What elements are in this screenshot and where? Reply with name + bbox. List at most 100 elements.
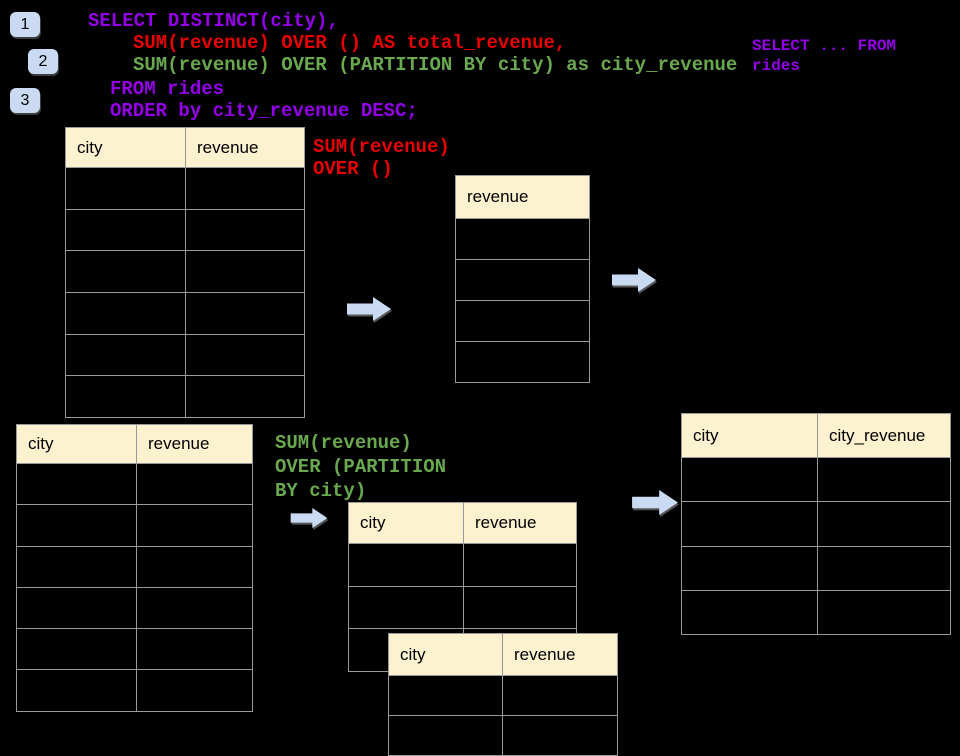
empty-cell — [388, 675, 503, 716]
step-badge-2: 2 — [28, 49, 58, 74]
empty-cell — [455, 259, 590, 301]
step-badge-1-label: 1 — [20, 15, 30, 33]
table-header-row: city revenue — [16, 424, 253, 464]
empty-cell — [16, 462, 137, 506]
table-rides-source-top: city revenue — [65, 127, 305, 419]
column-header-revenue: revenue — [136, 424, 253, 464]
empty-cell — [65, 375, 186, 419]
empty-cell — [455, 300, 590, 342]
empty-cell — [817, 545, 951, 591]
empty-cell — [681, 456, 818, 503]
empty-cell — [136, 545, 253, 588]
empty-cell — [502, 715, 618, 756]
empty-cell — [681, 545, 818, 591]
sql-line-order-by: ORDER by city_revenue DESC; — [110, 100, 418, 122]
table-partition-step-overlay: city revenue — [388, 633, 618, 756]
partition-label-line-2: OVER (PARTITION — [275, 456, 447, 478]
empty-cell — [348, 543, 464, 587]
empty-cell — [185, 292, 305, 335]
flow-arrow-icon — [290, 508, 328, 528]
empty-cell — [16, 586, 137, 630]
table-row — [65, 208, 305, 252]
empty-cell — [463, 543, 577, 587]
empty-cell — [817, 501, 951, 547]
flow-arrow-icon — [632, 490, 678, 515]
flow-arrow-icon — [347, 297, 391, 321]
empty-cell — [65, 167, 186, 210]
empty-cell — [16, 504, 137, 547]
empty-cell — [185, 375, 305, 419]
sql-line-select: SELECT DISTINCT(city), — [88, 10, 339, 32]
total-label-line-1: SUM(revenue) — [313, 136, 450, 158]
table-row — [16, 628, 253, 671]
table-row — [455, 341, 590, 383]
empty-cell — [681, 589, 818, 636]
table-row — [65, 375, 305, 419]
table-header-row: revenue — [455, 175, 590, 219]
empty-cell — [185, 333, 305, 377]
table-header-row: city revenue — [65, 127, 305, 168]
column-header-revenue: revenue — [463, 502, 577, 544]
empty-cell — [817, 456, 951, 503]
table-row — [455, 300, 590, 342]
table-row — [348, 543, 577, 587]
partition-label-line-1: SUM(revenue) — [275, 432, 412, 454]
table-header-row: city revenue — [348, 502, 577, 544]
empty-cell — [16, 628, 137, 671]
column-header-city: city — [348, 502, 464, 544]
table-row — [16, 545, 253, 588]
column-header-city: city — [681, 413, 818, 458]
empty-cell — [136, 669, 253, 712]
table-row — [681, 589, 951, 636]
empty-cell — [348, 585, 464, 630]
step-badge-3: 3 — [10, 88, 40, 113]
empty-cell — [65, 333, 186, 377]
table-row — [348, 585, 577, 630]
empty-cell — [65, 208, 186, 252]
column-header-revenue: revenue — [502, 633, 618, 676]
empty-cell — [502, 675, 618, 716]
table-header-row: city revenue — [388, 633, 618, 676]
empty-cell — [65, 250, 186, 294]
total-label-line-2: OVER () — [313, 158, 393, 180]
empty-cell — [185, 208, 305, 252]
empty-cell — [463, 585, 577, 630]
side-note-line-2: rides — [752, 57, 801, 75]
table-row — [65, 333, 305, 377]
empty-cell — [455, 341, 590, 383]
empty-cell — [16, 669, 137, 712]
table-row — [681, 456, 951, 503]
sql-line-from: FROM rides — [110, 78, 225, 100]
table-header-row: city city_revenue — [681, 413, 951, 458]
table-row — [16, 586, 253, 630]
table-row — [16, 669, 253, 712]
column-header-city: city — [16, 424, 137, 464]
table-row — [681, 501, 951, 547]
empty-cell — [185, 167, 305, 210]
table-row — [65, 292, 305, 335]
table-row — [16, 462, 253, 506]
table-row — [65, 250, 305, 294]
side-note-line-1: SELECT ... FROM — [752, 37, 897, 55]
table-rides-source-bottom: city revenue — [16, 424, 253, 712]
table-city-revenue-result: city city_revenue — [681, 413, 951, 636]
column-header-city: city — [388, 633, 503, 676]
empty-cell — [388, 715, 503, 756]
table-row — [388, 715, 618, 756]
table-row — [388, 675, 618, 716]
table-row — [65, 167, 305, 210]
step-badge-3-label: 3 — [20, 91, 30, 109]
table-row — [455, 218, 590, 260]
partition-label-line-3: BY city) — [275, 480, 367, 502]
empty-cell — [136, 504, 253, 547]
empty-cell — [16, 545, 137, 588]
table-row — [681, 545, 951, 591]
empty-cell — [681, 501, 818, 547]
empty-cell — [136, 586, 253, 630]
column-header-revenue: revenue — [185, 127, 305, 168]
empty-cell — [136, 628, 253, 671]
sql-line-total-revenue: SUM(revenue) OVER () AS total_revenue, — [133, 32, 567, 54]
table-row — [16, 504, 253, 547]
column-header-city: city — [65, 127, 186, 168]
table-total-revenue-result: revenue — [455, 175, 590, 383]
